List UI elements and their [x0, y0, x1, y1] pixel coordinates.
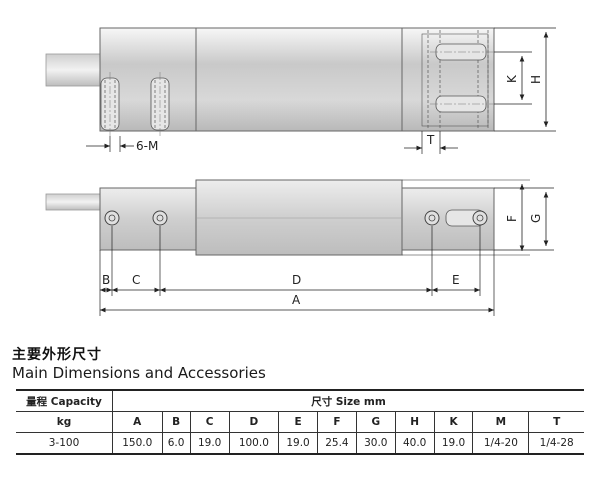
- value-cell: 100.0: [228, 432, 280, 455]
- col-header: C: [189, 411, 230, 433]
- mount-hole-left-1: [100, 72, 120, 136]
- top-gauge-section: [195, 27, 403, 132]
- dim-label-K: K: [505, 74, 519, 83]
- col-header: H: [394, 411, 435, 433]
- col-header: T: [528, 411, 584, 433]
- col-header: K: [433, 411, 474, 433]
- mount-hole-right: [421, 30, 494, 130]
- col-header: G: [355, 411, 396, 433]
- dim-label-F: F: [505, 215, 519, 222]
- value-cell: 30.0: [355, 432, 396, 455]
- size-header: 尺寸 Size mm: [112, 389, 584, 412]
- section-title-chinese: 主要外形尺寸: [12, 347, 102, 363]
- table-header-row: 量程 Capacity 尺寸 Size mm: [16, 389, 584, 412]
- dim-label-B: B: [102, 273, 110, 287]
- dimension-drawing: 6-M T K H: [45, 27, 556, 316]
- mount-hole-left-2: [150, 72, 170, 136]
- side-view: F G B C D E A: [45, 179, 554, 316]
- capacity-header: 量程 Capacity: [16, 389, 113, 412]
- dim-label-E: E: [452, 273, 460, 287]
- side-hole-3: [424, 210, 440, 226]
- side-cable: [45, 193, 103, 211]
- value-cell: 150.0: [112, 432, 163, 455]
- col-header: E: [278, 411, 318, 433]
- side-gauge-section: [195, 179, 403, 256]
- value-cell: 19.0: [189, 432, 230, 455]
- dim-label-G: G: [529, 214, 543, 223]
- top-view: 6-M T K H: [45, 27, 556, 154]
- thread-spec-label: 6-M: [136, 139, 158, 153]
- value-cell: 19.0: [278, 432, 318, 455]
- dim-label-A: A: [292, 293, 301, 307]
- unit-label: kg: [16, 411, 113, 433]
- dimensions-table: 量程 Capacity 尺寸 Size mm kg A B C D E F G …: [16, 389, 584, 455]
- side-hole-4: [445, 209, 488, 227]
- col-header: A: [112, 411, 163, 433]
- value-cell: 25.4: [316, 432, 357, 455]
- top-cable: [45, 53, 103, 87]
- dim-label-T: T: [426, 133, 435, 147]
- col-header: F: [316, 411, 357, 433]
- dim-label-D: D: [292, 273, 301, 287]
- table-row: 3-100 150.0 6.0 19.0 100.0 19.0 25.4 30.…: [16, 432, 584, 455]
- value-cell: 1/4-20: [472, 432, 530, 455]
- value-cell: 1/4-28: [528, 432, 584, 455]
- capacity-cell: 3-100: [16, 432, 113, 455]
- section-title-english: Main Dimensions and Accessories: [12, 364, 266, 382]
- dim-label-C: C: [132, 273, 140, 287]
- col-header: M: [472, 411, 530, 433]
- value-cell: 19.0: [433, 432, 474, 455]
- dim-label-H: H: [529, 75, 543, 84]
- side-hole-2: [152, 210, 168, 226]
- col-header: B: [161, 411, 191, 433]
- value-cell: 40.0: [394, 432, 435, 455]
- value-cell: 6.0: [161, 432, 191, 455]
- side-hole-1: [104, 210, 120, 226]
- table-column-row: kg A B C D E F G H K M T: [16, 411, 584, 433]
- col-header: D: [228, 411, 280, 433]
